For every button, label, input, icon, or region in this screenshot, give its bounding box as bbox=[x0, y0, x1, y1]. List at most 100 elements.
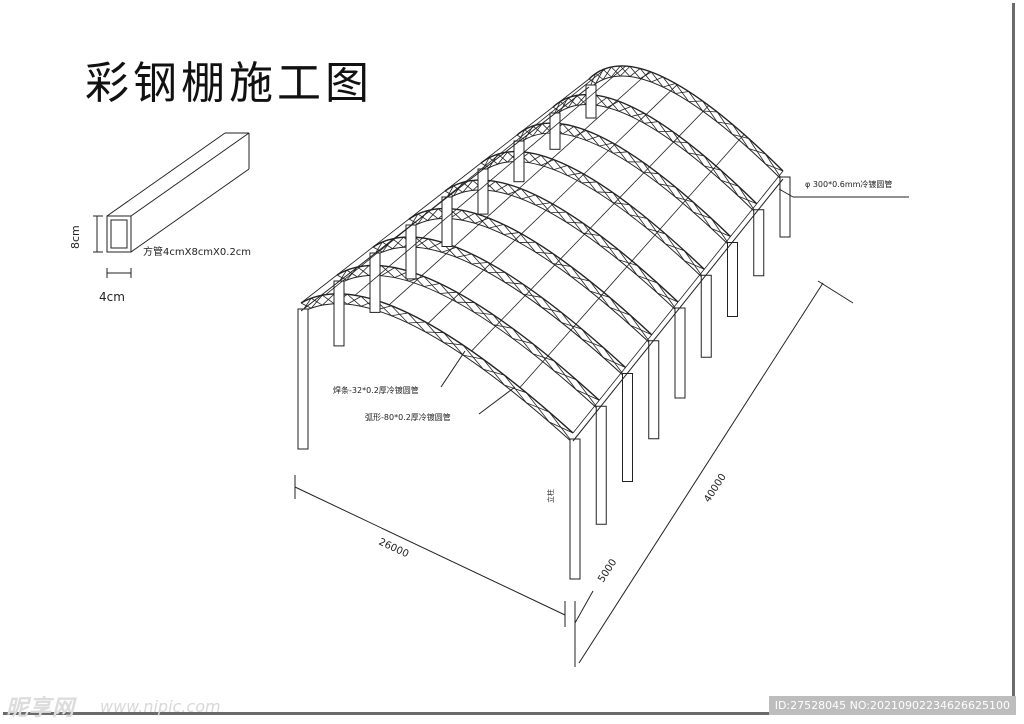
purlin bbox=[354, 65, 626, 296]
truss-web-member bbox=[512, 337, 533, 345]
truss-web-member bbox=[495, 183, 509, 192]
truss-web-member bbox=[471, 261, 489, 265]
truss-web-member bbox=[609, 306, 631, 316]
truss-web-member bbox=[651, 76, 664, 83]
truss-web-member bbox=[439, 291, 457, 294]
truss-web-member bbox=[644, 121, 659, 124]
truss-web-member bbox=[443, 342, 464, 346]
truss-web-member bbox=[562, 126, 575, 135]
steel-column bbox=[648, 340, 660, 440]
truss-web-member bbox=[765, 163, 784, 172]
truss-web-member bbox=[550, 211, 567, 214]
truss-web-member bbox=[504, 384, 527, 394]
truss-web-member bbox=[549, 421, 574, 434]
truss-web-member bbox=[507, 188, 522, 195]
truss-web-member bbox=[504, 281, 523, 285]
truss-web-member bbox=[322, 293, 335, 306]
truss-web-member bbox=[688, 100, 703, 102]
truss-web-member bbox=[497, 151, 508, 165]
eave-beam bbox=[572, 178, 784, 442]
truss-web-member bbox=[720, 179, 739, 187]
arch-truss-bottom-chord bbox=[552, 104, 758, 215]
truss-web-member bbox=[425, 331, 444, 334]
eave-beam bbox=[300, 86, 590, 312]
truss-web-member bbox=[392, 236, 404, 250]
truss-web-member bbox=[658, 183, 676, 188]
truss-web-member bbox=[684, 260, 705, 270]
arc-label: 弧形-80*0.2厚冷镀圆管 bbox=[365, 412, 451, 422]
truss-web-member bbox=[441, 246, 457, 253]
truss-web-member bbox=[488, 224, 504, 229]
truss-web-member bbox=[535, 202, 551, 206]
column-tag-label: 立柱 bbox=[546, 489, 555, 503]
truss-web-member bbox=[703, 165, 721, 171]
truss-web-member bbox=[738, 195, 757, 205]
drawing-title: 彩钢棚施工图 bbox=[85, 58, 373, 109]
length-dimension-label: 40000 bbox=[702, 472, 729, 505]
purlin bbox=[325, 68, 606, 295]
truss-web-member bbox=[596, 191, 613, 193]
truss-web-member bbox=[603, 357, 626, 368]
dimension-lines bbox=[294, 280, 854, 667]
tube-section-detail bbox=[93, 132, 250, 278]
truss-web-member bbox=[553, 370, 577, 381]
truss-web-member bbox=[576, 94, 587, 106]
truss-web-member bbox=[581, 338, 604, 348]
truss-web-member bbox=[567, 172, 582, 176]
tube-inner-face bbox=[110, 219, 128, 249]
steel-column bbox=[622, 373, 633, 482]
truss-web-member bbox=[357, 265, 370, 278]
truss-web-member bbox=[672, 141, 689, 144]
footer-watermark: 昵享网 www.nipic.com ID:27528045 NO:2021090… bbox=[0, 690, 1024, 724]
truss-web-member bbox=[630, 324, 652, 336]
truss-web-member bbox=[461, 212, 476, 221]
truss-web-member bbox=[732, 134, 749, 139]
steel-column bbox=[700, 274, 712, 358]
steel-column bbox=[441, 196, 453, 247]
truss-web-member bbox=[391, 312, 409, 317]
span-dimension-line bbox=[294, 486, 566, 616]
truss-web-member bbox=[612, 202, 630, 206]
purlin bbox=[572, 170, 784, 434]
leader-lines bbox=[440, 188, 909, 415]
weld-label: 焊条-32*0.2厚冷镀圆管 bbox=[333, 385, 419, 395]
truss-web-member bbox=[407, 321, 426, 324]
truss-web-member bbox=[599, 142, 614, 147]
truss-web-member bbox=[711, 228, 731, 237]
truss-web-member bbox=[553, 165, 568, 171]
span-dimension-label: 26000 bbox=[377, 537, 410, 560]
truss-web-member bbox=[417, 210, 428, 225]
truss-web-member bbox=[581, 181, 597, 184]
truss-web-member bbox=[600, 245, 619, 251]
truss-web-member bbox=[631, 112, 645, 117]
logo-url: www.nipic.com bbox=[100, 697, 221, 716]
truss-web-member bbox=[717, 121, 733, 125]
truss-web-member bbox=[596, 97, 608, 106]
truss-web-member bbox=[702, 110, 718, 113]
truss-web-member bbox=[456, 253, 472, 258]
truss-web-member bbox=[675, 91, 689, 94]
length-dimension-line bbox=[578, 282, 824, 664]
truss-web-member bbox=[629, 68, 641, 77]
truss-web-member bbox=[566, 221, 583, 224]
top-pipe-label: φ 300*0.6mm冷镀圆管 bbox=[805, 179, 892, 189]
steel-column bbox=[369, 252, 381, 313]
truss-web-member bbox=[618, 259, 638, 266]
truss-web-member bbox=[687, 152, 705, 157]
truss-web-member bbox=[381, 267, 395, 277]
truss-web-member bbox=[462, 180, 474, 193]
steel-column bbox=[405, 224, 417, 280]
arch-truss-top-chord bbox=[588, 65, 784, 172]
purlin bbox=[300, 78, 590, 304]
truss-web-member bbox=[657, 292, 679, 303]
steel-column bbox=[674, 307, 686, 399]
truss-web-member bbox=[611, 65, 621, 78]
logo-watermark: 昵享网 bbox=[6, 696, 76, 721]
truss-web-member bbox=[618, 106, 632, 112]
structure-drawing: 8cm 4cm 方管4cmX8cmX0.2cm 26000 40000 5000… bbox=[69, 65, 909, 667]
truss-web-member bbox=[415, 238, 429, 248]
truss-web-member bbox=[483, 368, 505, 376]
truss-web-member bbox=[646, 228, 666, 235]
truss-web-member bbox=[576, 389, 600, 401]
image-id-badge: ID:27528045 NO:20210902234626625100 bbox=[768, 696, 1016, 715]
